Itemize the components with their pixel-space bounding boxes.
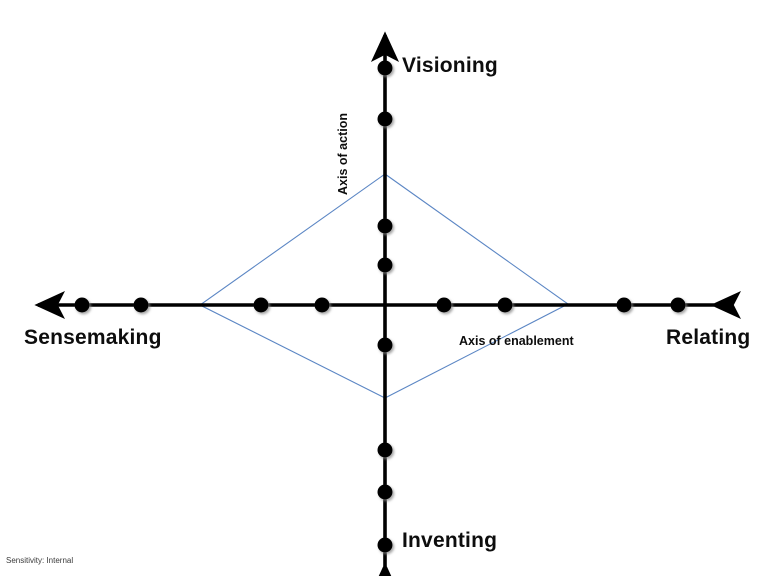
pole-label-visioning: Visioning [402,54,498,77]
pole-label-relating: Relating [666,326,751,349]
axis-dot-horizontal [314,297,330,313]
axis-node-dots [74,60,686,553]
axis-dot-vertical [377,337,393,353]
axis-dot-horizontal [74,297,90,313]
axis-dot-vertical [377,442,393,458]
axis-dot-vertical [377,537,393,553]
axis-dot-horizontal [253,297,269,313]
axis-label-action: Axis of action [336,113,350,195]
axis-dot-horizontal [497,297,513,313]
axis-dot-vertical [377,218,393,234]
sensitivity-note: Sensitivity: Internal [6,556,74,565]
axis-dot-horizontal [133,297,149,313]
axis-label-enablement: Axis of enablement [459,334,574,348]
pole-label-sensemaking: Sensemaking [24,326,162,349]
pole-label-inventing: Inventing [402,529,498,552]
axis-dot-horizontal [616,297,632,313]
axis-dot-vertical [377,111,393,127]
axis-dot-vertical [377,484,393,500]
axis-dot-horizontal [670,297,686,313]
axis-dot-vertical [377,60,393,76]
axis-dot-vertical [377,257,393,273]
axis-dot-horizontal [436,297,452,313]
